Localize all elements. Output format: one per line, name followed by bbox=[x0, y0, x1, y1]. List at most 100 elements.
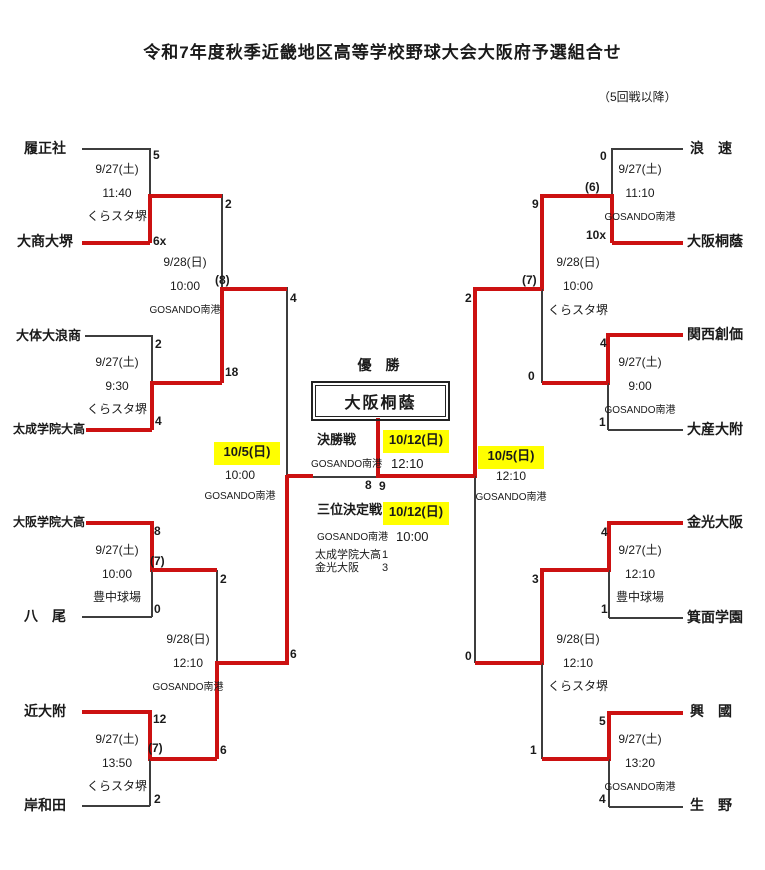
match-venue: くらスタ堺 bbox=[86, 209, 147, 223]
winner-line-v bbox=[607, 521, 611, 572]
third-place-team: 太成学院大高 bbox=[315, 549, 381, 561]
match-venue: 豊中球場 bbox=[92, 590, 141, 604]
team-kansai-soka: 関西創価 bbox=[687, 326, 743, 342]
team-kokoku: 興 國 bbox=[690, 703, 732, 719]
final-time: 12:10 bbox=[391, 456, 424, 471]
match-time: 12:10 bbox=[495, 469, 527, 483]
team-kishiwada: 岸和田 bbox=[24, 797, 66, 813]
bracket-line-v bbox=[151, 570, 153, 617]
winner-line-v bbox=[606, 333, 610, 385]
winner-line-h bbox=[542, 568, 609, 572]
team-osaka-toin: 大阪桐蔭 bbox=[687, 233, 743, 249]
team-kindai-fuzoku: 近大附 bbox=[24, 703, 66, 719]
winner-line-h bbox=[86, 428, 152, 432]
bracket-line-v bbox=[149, 148, 151, 196]
match-venue: GOSANDO南港 bbox=[204, 491, 276, 502]
match-venue: 豊中球場 bbox=[615, 590, 664, 604]
bracket-line-h bbox=[82, 805, 150, 807]
bracket-line-v bbox=[611, 148, 613, 196]
winner-line-h bbox=[612, 241, 683, 245]
bracket-line-h bbox=[612, 148, 683, 150]
score: 9 bbox=[532, 197, 539, 211]
third-place-score: 1 bbox=[382, 549, 389, 561]
bracket-line-v bbox=[608, 570, 610, 618]
third-place-score: 3 bbox=[382, 562, 389, 574]
bracket-line-h bbox=[609, 617, 683, 619]
score: 4 bbox=[155, 414, 162, 428]
match-time: 12:10 bbox=[172, 656, 204, 670]
bracket-line-h bbox=[82, 616, 152, 618]
match-date: 9/27(土) bbox=[95, 732, 139, 746]
bracket-line-v bbox=[221, 194, 223, 289]
team-konko-osaka: 金光大阪 bbox=[687, 514, 743, 530]
winner-line-h bbox=[82, 241, 150, 245]
match-venue: GOSANDO南港 bbox=[604, 782, 676, 793]
score: 0 bbox=[154, 602, 161, 616]
score: 12 bbox=[153, 712, 167, 726]
page-title: 令和7年度秋季近畿地区高等学校野球大会大阪府予選組合せ bbox=[143, 43, 622, 62]
team-osaka-gakuin: 大阪学院大高 bbox=[13, 515, 86, 529]
match-date: 9/27(土) bbox=[618, 162, 662, 176]
match-date: 9/27(土) bbox=[95, 543, 139, 557]
score: 4 bbox=[290, 291, 297, 305]
match-time: 13:50 bbox=[101, 756, 133, 770]
winner-line-h bbox=[150, 194, 222, 198]
innings-note: (8) bbox=[215, 273, 230, 287]
score: 6 bbox=[220, 743, 227, 757]
winner-line-h bbox=[609, 711, 683, 715]
final-label: 決勝戦 bbox=[317, 432, 357, 447]
team-yao: 八 尾 bbox=[24, 608, 66, 624]
winner-line-h bbox=[609, 521, 683, 525]
winner-line-h bbox=[86, 521, 152, 525]
team-naniwa: 浪 速 bbox=[690, 140, 732, 156]
winner-line-h bbox=[475, 661, 542, 665]
score: 10x bbox=[586, 228, 607, 242]
innings-note: (6) bbox=[585, 180, 600, 194]
bracket-line-h bbox=[609, 806, 683, 808]
winner-line-v bbox=[220, 287, 224, 383]
winner-line-h bbox=[222, 287, 287, 291]
score: 4 bbox=[600, 336, 607, 350]
bracket-line-v bbox=[541, 663, 543, 759]
winner-line-h bbox=[152, 381, 222, 385]
match-date: 9/28(日) bbox=[556, 255, 600, 269]
winner-line-v bbox=[540, 194, 544, 291]
winner-line-h bbox=[377, 474, 475, 478]
match-venue: GOSANDO南港 bbox=[149, 305, 221, 316]
score: 1 bbox=[599, 415, 606, 429]
score: 18 bbox=[225, 365, 239, 379]
score: 4 bbox=[599, 792, 606, 806]
score: 0 bbox=[465, 649, 472, 663]
winner-line-h bbox=[82, 710, 150, 714]
winner-line-h bbox=[542, 757, 609, 761]
match-time: 9:00 bbox=[628, 379, 652, 393]
winner-line-v bbox=[148, 194, 152, 243]
winner-line-v bbox=[215, 661, 219, 759]
winner-line-h bbox=[542, 381, 608, 385]
match-time: 13:20 bbox=[624, 756, 656, 770]
semifinal-date-highlight: 10/5(日) bbox=[478, 446, 544, 469]
winner-line-h bbox=[475, 287, 542, 291]
match-venue: くらスタ堺 bbox=[86, 779, 147, 793]
third-place-venue: GOSANDO南港 bbox=[317, 532, 389, 543]
team-daisandai-fuzoku: 大産大附 bbox=[687, 421, 743, 437]
bracket-line-v bbox=[608, 759, 610, 807]
team-daitaidai-namisho: 大体大浪商 bbox=[16, 328, 82, 343]
match-date: 9/27(土) bbox=[618, 732, 662, 746]
bracket-line-h bbox=[608, 429, 683, 431]
bracket-line-v bbox=[149, 759, 151, 806]
final-date-highlight: 10/12(日) bbox=[383, 430, 449, 453]
score: 2 bbox=[220, 572, 227, 586]
match-time: 10:00 bbox=[169, 279, 201, 293]
winner-line-h bbox=[152, 568, 217, 572]
winner-line-v bbox=[150, 521, 154, 572]
bracket-line-h bbox=[85, 335, 152, 337]
bracket-line-h bbox=[82, 148, 150, 150]
champion-name: 大阪桐蔭 bbox=[315, 385, 446, 417]
innings-note: (7) bbox=[150, 554, 165, 568]
match-date: 9/28(日) bbox=[163, 255, 207, 269]
match-date: 9/27(土) bbox=[95, 162, 139, 176]
match-date: 9/27(土) bbox=[618, 543, 662, 557]
match-venue: GOSANDO南港 bbox=[152, 682, 224, 693]
